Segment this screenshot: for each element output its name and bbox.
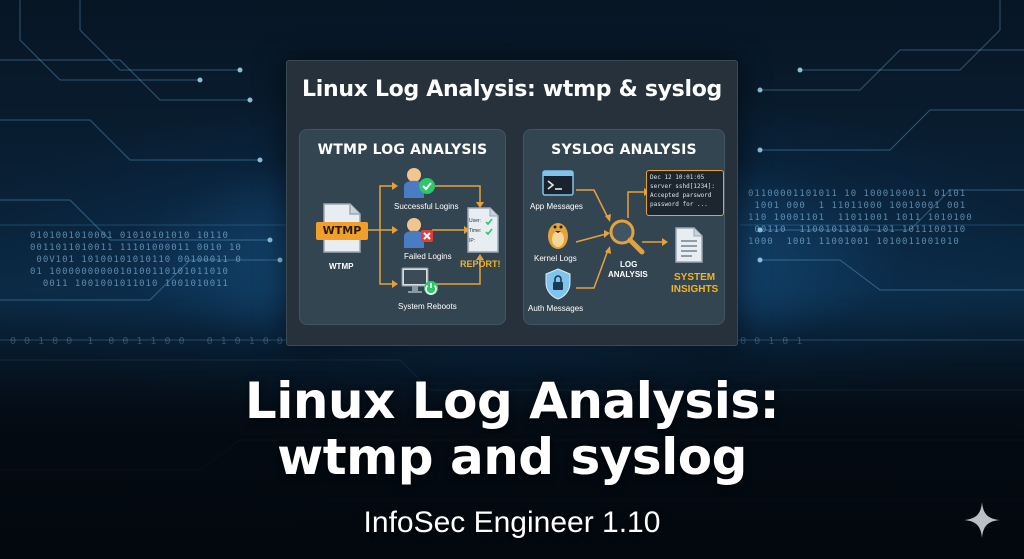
terminal-line: Accepted parsword <box>650 192 712 199</box>
syslog-panel: SYSLOG ANALYSIS App Mes <box>523 129 725 325</box>
syslog-flow-arrows <box>575 188 668 289</box>
terminal-line: password for ... <box>650 201 708 208</box>
log-analysis-label-1: LOG <box>620 260 638 269</box>
auth-messages-label: Auth Messages <box>528 304 584 313</box>
report-line-ip: IP: <box>469 238 476 244</box>
headline-line-1: Linux Log Analysis: <box>244 372 780 430</box>
system-insights-label-1: SYSTEM <box>674 272 716 283</box>
terminal-line: Dec 12 10:01:05 <box>650 174 705 181</box>
card-title: Linux Log Analysis: wtmp & syslog <box>302 77 722 102</box>
infographic-card: Linux Log Analysis: wtmp & syslog WTMP L… <box>286 60 738 346</box>
report-line-user: User: <box>469 218 481 224</box>
system-insights-label-2: INSIGHTS <box>671 284 719 295</box>
wtmp-flow-arrows <box>366 182 484 288</box>
wtmp-panel-title: WTMP LOG ANALYSIS <box>317 142 488 158</box>
report-line-time: Time: <box>469 228 482 234</box>
syslog-panel-title: SYSLOG ANALYSIS <box>551 142 697 158</box>
user-x-icon <box>404 218 433 248</box>
report-doc-icon <box>675 227 703 263</box>
terminal-line: server sshd[1234]: <box>650 183 716 190</box>
wtmp-panel: WTMP LOG ANALYSIS <box>299 129 506 325</box>
kernel-logs-label: Kernel Logs <box>534 254 577 263</box>
magnifier-icon <box>609 219 645 255</box>
sparkle-icon <box>964 502 1000 538</box>
monitor-power-icon <box>401 267 438 295</box>
system-reboots-label: System Reboots <box>398 302 457 311</box>
linux-tux-icon <box>548 223 568 249</box>
successful-logins-label: Successful Logins <box>394 202 459 211</box>
syslog-terminal-snippet: Dec 12 10:01:05 server sshd[1234]: Accep… <box>646 170 724 216</box>
failed-logins-label: Failed Logins <box>404 252 452 261</box>
app-messages-label: App Messages <box>530 202 583 211</box>
user-check-icon <box>404 168 435 198</box>
log-analysis-label-2: ANALYSIS <box>608 270 648 279</box>
terminal-icon <box>542 170 574 196</box>
shield-lock-icon <box>545 268 571 300</box>
report-document-icon <box>467 207 499 253</box>
wtmp-file-tag: WTMP <box>316 222 368 240</box>
report-label: REPORT! <box>460 259 501 269</box>
wtmp-file-label: WTMP <box>329 262 354 271</box>
subtitle: InfoSec Engineer 1.10 <box>363 506 661 539</box>
headline-line-2: wtmp and syslog <box>277 428 747 486</box>
